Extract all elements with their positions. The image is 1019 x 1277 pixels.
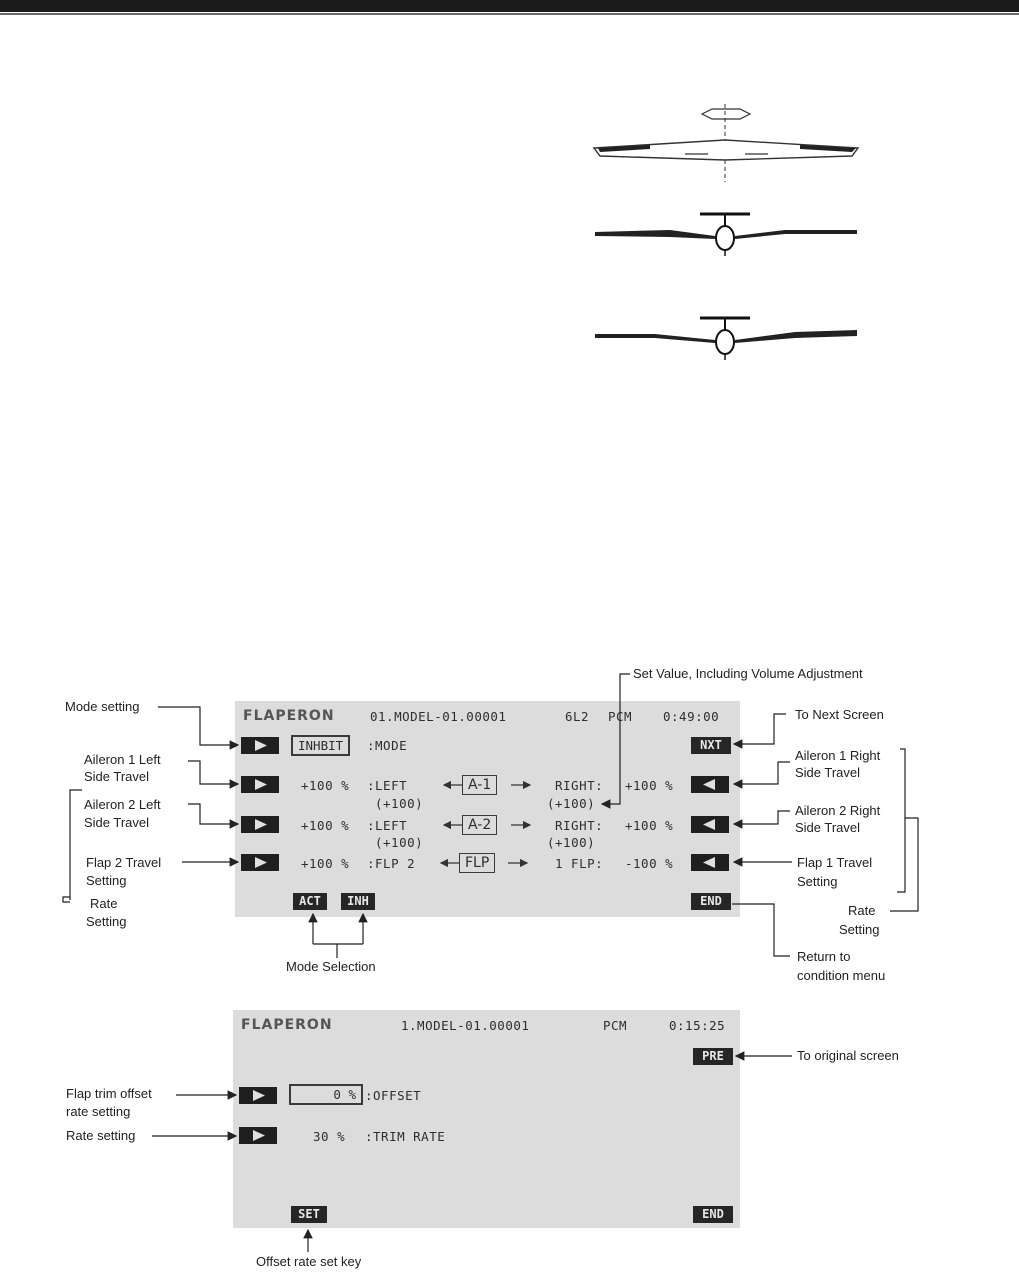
annotation-offset-rate-1: Flap trim offset	[66, 1086, 152, 1101]
annotation-aileron1-right-2: Side Travel	[795, 765, 861, 780]
play-icon	[255, 819, 267, 830]
flap1-value: -100 %	[625, 856, 674, 871]
annotation-set-value: Set Value, Including Volume Adjustment	[633, 666, 863, 681]
mode-label: :MODE	[367, 738, 408, 753]
aileron1-right-button[interactable]	[691, 776, 729, 793]
plane-front-view-1	[595, 212, 857, 256]
annotation-mode-setting: Mode setting	[65, 699, 140, 714]
channel-a1: A-1	[462, 775, 498, 795]
annotation-to-next: To Next Screen	[795, 707, 884, 722]
aileron2-left-button[interactable]	[241, 816, 279, 833]
screen2-end-key[interactable]: END	[693, 1206, 733, 1223]
aileron2-left-value: +100 %	[301, 818, 350, 833]
screen2-timer: 0:15:25	[669, 1018, 726, 1033]
back-icon	[703, 779, 715, 790]
annotation-flap1-1: Flap 1 Travel	[797, 855, 873, 870]
mode-cursor-button[interactable]	[241, 737, 279, 754]
aileron2-right-value: +100 %	[625, 818, 674, 833]
offset-label: :OFFSET	[365, 1088, 422, 1103]
annotation-return-1: Return to	[797, 949, 851, 964]
annotation-offset-rate-2: rate setting	[66, 1104, 131, 1119]
screen2-model-name: 1.MODEL-01.00001	[401, 1018, 530, 1033]
flap2-label: :FLP 2	[367, 856, 416, 871]
back-icon	[703, 819, 715, 830]
aileron1-left-button[interactable]	[241, 776, 279, 793]
flap1-label: 1 FLP:	[555, 856, 604, 871]
aileron1-right-label: RIGHT:	[555, 778, 604, 793]
screen2-modulation: PCM	[603, 1018, 628, 1033]
annotation-flap1-2: Setting	[797, 874, 838, 889]
aileron1-right-value: +100 %	[625, 778, 674, 793]
header-bar	[0, 0, 1019, 12]
plane-front-view-2	[595, 316, 857, 360]
annotation-rate-left-1: Rate	[90, 896, 118, 911]
offset-value-box[interactable]: 0 %	[289, 1084, 363, 1105]
annotation-rate-right-1: Rate	[848, 903, 876, 918]
offset-button[interactable]	[239, 1087, 277, 1104]
aileron1-left-label: :LEFT	[367, 778, 408, 793]
screen-title: FLAPERON	[243, 708, 335, 724]
header-rule	[0, 13, 1019, 15]
annotation-flap2-2: Setting	[86, 873, 127, 888]
annotation-aileron1-left-2: Side Travel	[84, 769, 150, 784]
inh-key[interactable]: INH	[341, 893, 375, 910]
annotation-rate-right-2: Setting	[839, 922, 880, 937]
annotation-rate-left-2: Setting	[86, 914, 127, 929]
flap1-button[interactable]	[691, 854, 729, 871]
timer: 0:49:00	[663, 709, 720, 724]
annotation-offset-key: Offset rate set key	[256, 1254, 362, 1269]
aileron2-right-sub: (+100)	[547, 835, 596, 850]
model-name: 01.MODEL-01.00001	[370, 709, 507, 724]
trim-rate-button[interactable]	[239, 1127, 277, 1144]
aileron1-left-value: +100 %	[301, 778, 350, 793]
annotation-rate-setting: Rate setting	[66, 1128, 136, 1143]
trim-rate-label: :TRIM RATE	[365, 1129, 446, 1144]
play-icon	[253, 1130, 265, 1141]
annotation-return-2: condition menu	[797, 968, 886, 983]
annotation-aileron2-left-2: Side Travel	[84, 815, 150, 830]
next-screen-key[interactable]: NXT	[691, 737, 731, 754]
end-key[interactable]: END	[691, 893, 731, 910]
play-icon	[255, 779, 267, 790]
pre-key[interactable]: PRE	[693, 1048, 733, 1065]
annotation-aileron1-left-1: Aileron 1 Left	[84, 752, 161, 767]
aileron1-left-sub: (+100)	[375, 796, 424, 811]
annotation-aileron1-right-1: Aileron 1 Right	[795, 748, 881, 763]
plane-top-view	[592, 104, 860, 182]
aileron2-left-label: :LEFT	[367, 818, 408, 833]
annotation-aileron2-right-2: Side Travel	[795, 820, 861, 835]
act-key[interactable]: ACT	[293, 893, 327, 910]
set-key[interactable]: SET	[291, 1206, 327, 1223]
flap2-button[interactable]	[241, 854, 279, 871]
back-icon	[703, 857, 715, 868]
flap2-value: +100 %	[301, 856, 350, 871]
aileron1-right-sub: (+100)	[547, 796, 596, 811]
play-icon	[255, 740, 267, 751]
annotation-to-original: To original screen	[797, 1048, 899, 1063]
channel-flp: FLP	[459, 853, 496, 873]
aileron2-left-sub: (+100)	[375, 835, 424, 850]
play-icon	[253, 1090, 265, 1101]
aileron2-right-label: RIGHT:	[555, 818, 604, 833]
offset-value: 0 %	[333, 1087, 356, 1102]
screen2-title: FLAPERON	[241, 1017, 333, 1033]
lcd-screen-flaperon-1: FLAPERON 01.MODEL-01.00001 6L2 PCM 0:49:…	[235, 701, 740, 917]
trim-rate-value: 30 %	[313, 1129, 346, 1144]
lcd-screen-flaperon-2: FLAPERON 1.MODEL-01.00001 PCM 0:15:25 PR…	[233, 1010, 740, 1228]
annotation-mode-selection: Mode Selection	[286, 959, 376, 974]
annotation-aileron2-left-1: Aileron 2 Left	[84, 797, 161, 812]
play-icon	[255, 857, 267, 868]
channel-a2: A-2	[462, 815, 498, 835]
aileron2-right-button[interactable]	[691, 816, 729, 833]
mode-value-box[interactable]: INHBIT	[291, 735, 351, 756]
model-code: 6L2	[565, 709, 590, 724]
annotation-aileron2-right-1: Aileron 2 Right	[795, 803, 881, 818]
annotation-flap2-1: Flap 2 Travel	[86, 855, 162, 870]
